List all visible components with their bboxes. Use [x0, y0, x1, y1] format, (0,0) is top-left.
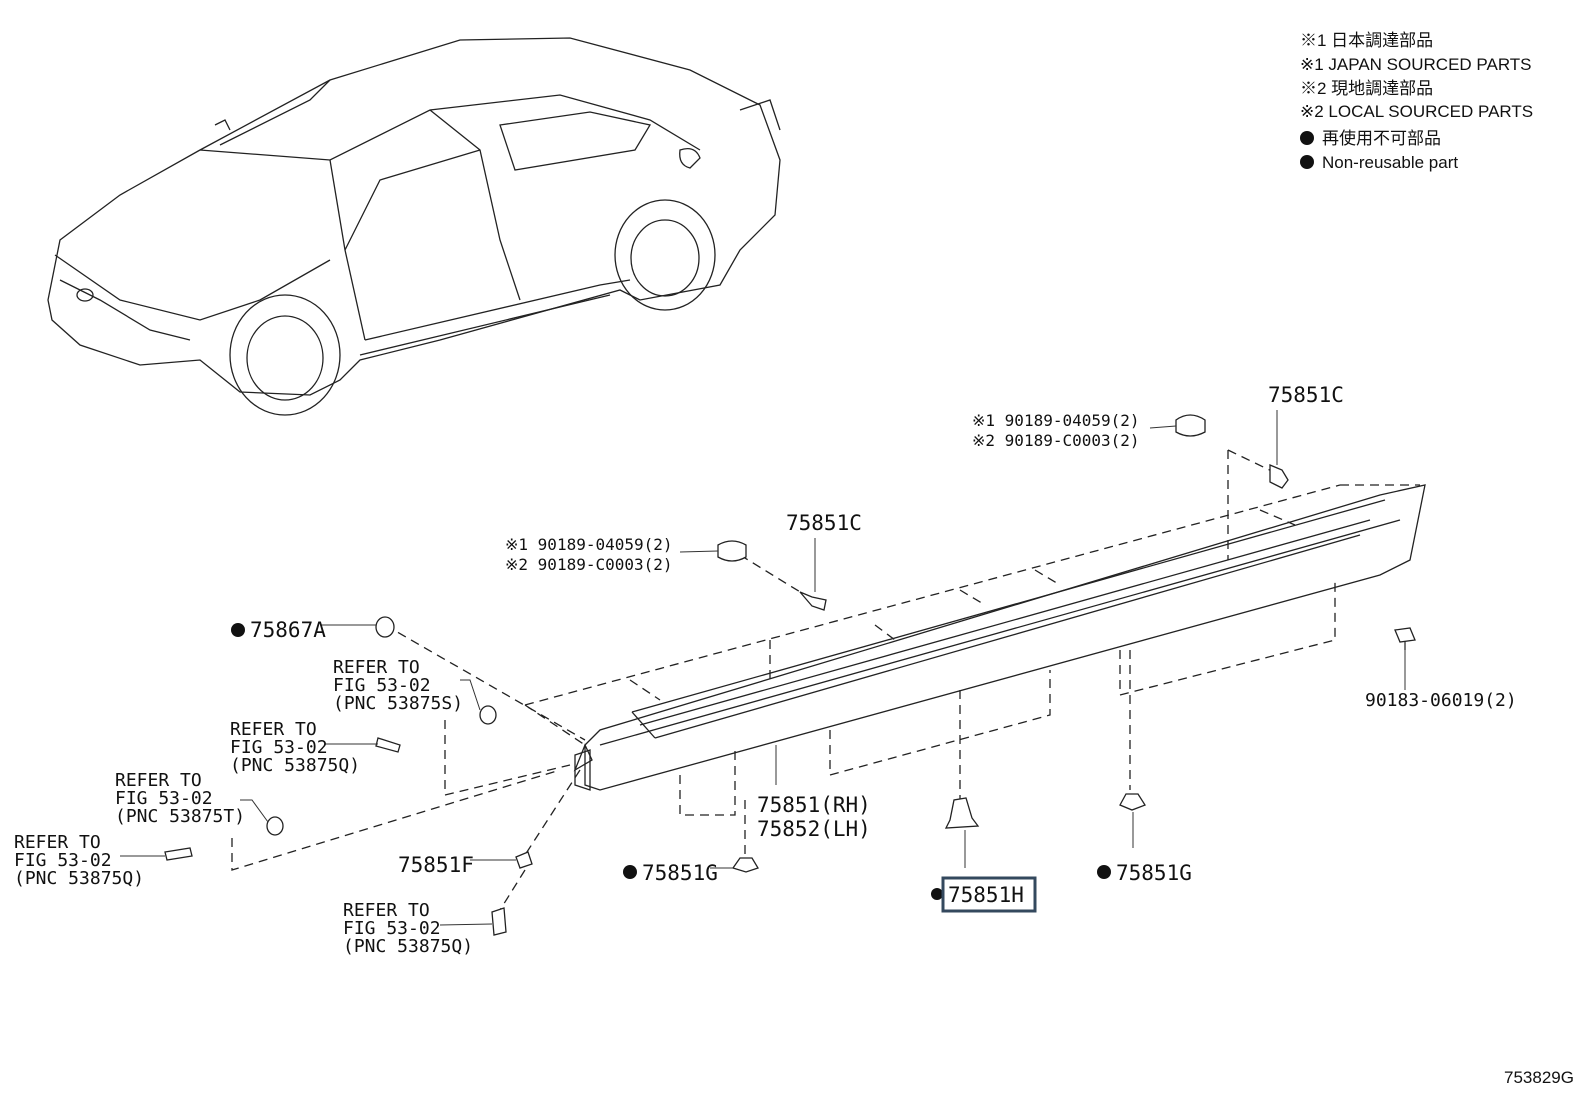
refer-d-line2[interactable]: FIG 53-02: [14, 850, 112, 871]
callout-90189-04059-top[interactable]: ※1 90189-04059(2): [972, 411, 1140, 430]
leader-lines: [120, 410, 1406, 926]
callout-75851h[interactable]: 75851H: [948, 883, 1024, 907]
refer-b-line3[interactable]: (PNC 53875Q): [230, 755, 360, 776]
callout-75867a[interactable]: 75867A: [250, 618, 326, 642]
car-illustration: [47, 37, 781, 416]
clip-75851g-left: [731, 857, 759, 873]
refer-e-line1[interactable]: REFER TO: [343, 900, 430, 921]
callout-75851c-top[interactable]: 75851C: [1268, 383, 1344, 407]
refer-e-line2[interactable]: FIG 53-02: [343, 918, 441, 939]
non-reusable-dot-icon: [231, 623, 245, 637]
figure-id: 753829G: [1504, 1068, 1574, 1087]
screw-53875q-a: [375, 737, 401, 753]
callouts: 75851C ※1 90189-04059(2) ※2 90189-C0003(…: [14, 383, 1517, 957]
clip-75867a: [375, 616, 395, 638]
refer-c-line2[interactable]: FIG 53-02: [115, 788, 213, 809]
non-reusable-dot-icon: [1097, 865, 1111, 879]
nut-90183: [1394, 627, 1416, 643]
clip-75851c-mid: [799, 591, 827, 611]
refer-d-line1[interactable]: REFER TO: [14, 832, 101, 853]
clip-75851g-right: [1119, 793, 1146, 811]
assembly-lines: [231, 449, 1420, 911]
refer-b-line2[interactable]: FIG 53-02: [230, 737, 328, 758]
refer-d-line3[interactable]: (PNC 53875Q): [14, 868, 144, 889]
callout-90183-06019[interactable]: 90183-06019(2): [1365, 690, 1517, 711]
refer-a-line3[interactable]: (PNC 53875S): [333, 693, 463, 714]
callout-75852-lh[interactable]: 75852(LH): [757, 817, 871, 841]
rocker-panel-moulding: [574, 484, 1426, 791]
legend-nonreusable-jp: 再使用不可部品: [1322, 128, 1441, 148]
callout-75851c-mid[interactable]: 75851C: [786, 511, 862, 535]
non-reusable-dot-icon: [931, 888, 943, 900]
callout-75851g-left[interactable]: 75851G: [642, 861, 718, 885]
grommet-mid: [717, 540, 747, 562]
callout-90189-04059-mid[interactable]: ※1 90189-04059(2): [505, 535, 673, 554]
legend-nonreusable-en: Non-reusable part: [1322, 153, 1458, 172]
callout-75851f[interactable]: 75851F: [398, 853, 474, 877]
grommet-top: [1175, 414, 1206, 437]
fasteners: [164, 414, 1416, 936]
legend-japan-en: ※1 JAPAN SOURCED PARTS: [1300, 55, 1532, 74]
clip-53875s: [479, 705, 497, 725]
clip-75851h: [944, 797, 980, 829]
legend: ※1 日本調達部品 ※1 JAPAN SOURCED PARTS ※2 現地調達…: [1300, 31, 1533, 172]
clip-75851f: [515, 851, 533, 869]
legend-local-jp: ※2 現地調達部品: [1300, 79, 1433, 98]
legend-japan-jp: ※1 日本調達部品: [1300, 31, 1433, 50]
non-reusable-dot-icon: [1300, 131, 1314, 145]
callout-90189-c0003-top[interactable]: ※2 90189-C0003(2): [972, 431, 1140, 450]
refer-a-line1[interactable]: REFER TO: [333, 657, 420, 678]
callout-75851-rh[interactable]: 75851(RH): [757, 793, 871, 817]
screw-53875q-b: [164, 847, 193, 861]
selected-part-highlight: [941, 876, 1037, 913]
clip-75851c-top: [1269, 464, 1289, 489]
refer-e-line3[interactable]: (PNC 53875Q): [343, 936, 473, 957]
callout-75851g-right[interactable]: 75851G: [1116, 861, 1192, 885]
refer-a-line2[interactable]: FIG 53-02: [333, 675, 431, 696]
legend-local-en: ※2 LOCAL SOURCED PARTS: [1300, 102, 1533, 121]
screw-53875q-c: [491, 907, 507, 936]
refer-c-line1[interactable]: REFER TO: [115, 770, 202, 791]
refer-b-line1[interactable]: REFER TO: [230, 719, 317, 740]
clip-53875t: [266, 816, 284, 836]
non-reusable-dot-icon: [1300, 155, 1314, 169]
refer-c-line3[interactable]: (PNC 53875T): [115, 806, 245, 827]
callout-90189-c0003-mid[interactable]: ※2 90189-C0003(2): [505, 555, 673, 574]
non-reusable-dot-icon: [623, 865, 637, 879]
